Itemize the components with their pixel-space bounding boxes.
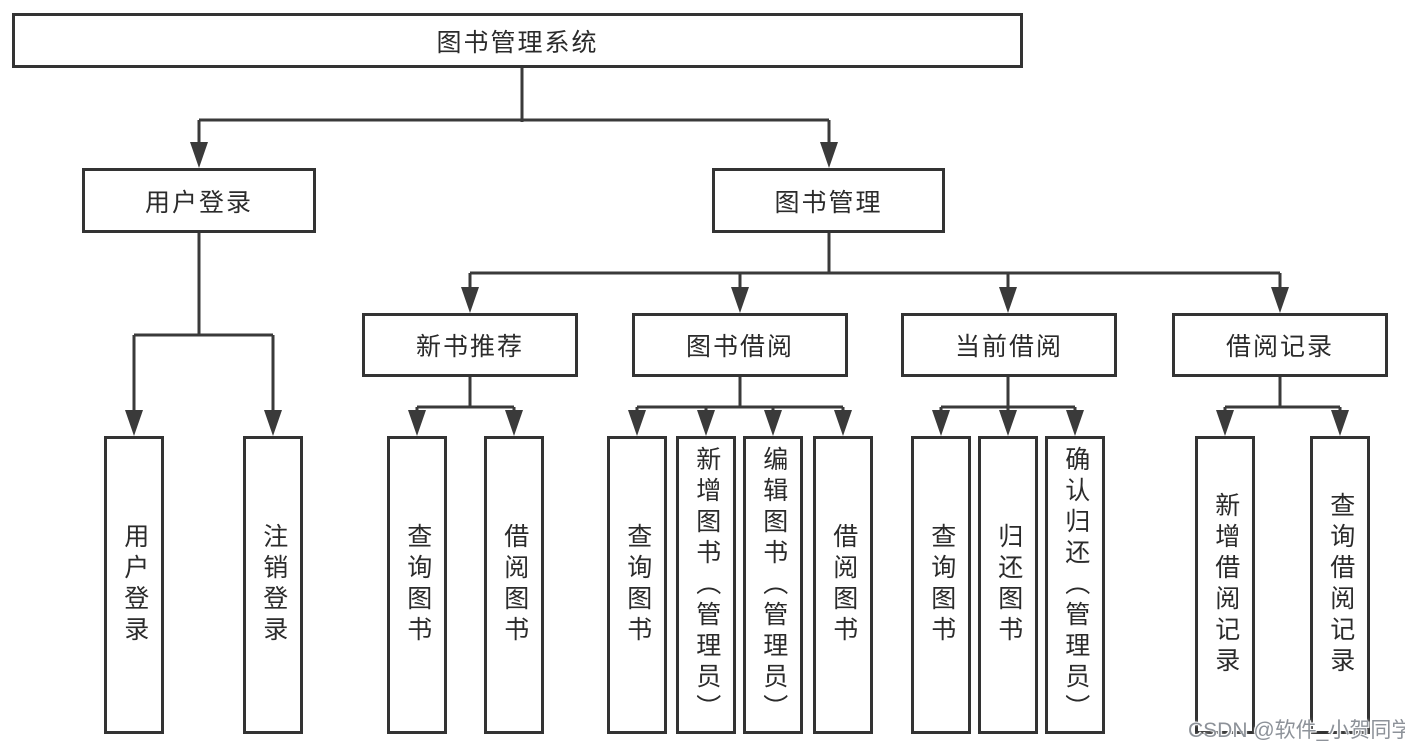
leaf-current-query-book: 查询图书 (911, 436, 971, 734)
arrowhead (764, 410, 782, 436)
node-root-label: 图书管理系统 (436, 28, 599, 57)
leaf-borrow-query-book-label: 查询图书 (623, 523, 652, 647)
leaf-borrow-query-book: 查询图书 (607, 436, 667, 734)
leaf-borrow-add-book-admin-label: 新增图书（管理员） (692, 445, 721, 725)
arrowhead (125, 410, 143, 436)
arrowhead (834, 410, 852, 436)
leaf-newbooks-borrow-book: 借阅图书 (484, 436, 544, 734)
arrowhead (697, 410, 715, 436)
leaf-borrow-add-book-admin: 新增图书（管理员） (676, 436, 736, 734)
leaf-current-confirm-return-admin-label: 确认归还（管理员） (1061, 445, 1090, 725)
leaf-user-login: 用户登录 (104, 436, 164, 734)
csdn-watermark: CSDN @软件_小贺同学 (1188, 719, 1405, 742)
leaf-records-query-record-label: 查询借阅记录 (1326, 492, 1355, 678)
arrowhead (628, 410, 646, 436)
node-current-borrow-label: 当前借阅 (954, 333, 1063, 361)
node-new-book-recommend: 新书推荐 (362, 313, 578, 377)
leaf-borrow-edit-book-admin: 编辑图书（管理员） (743, 436, 803, 734)
node-borrow-records: 借阅记录 (1172, 313, 1388, 377)
arrowhead (408, 410, 426, 436)
leaf-records-add-record: 新增借阅记录 (1195, 436, 1255, 734)
node-book-management-label: 图书管理 (774, 188, 883, 217)
arrowhead (461, 287, 479, 313)
node-current-borrow: 当前借阅 (901, 313, 1117, 377)
arrowhead (1066, 410, 1084, 436)
connector-book-mgmt-to-level3 (461, 233, 1289, 313)
arrowhead (820, 142, 838, 168)
arrowhead (1271, 287, 1289, 313)
connector-book-borrow-to-leaves (628, 377, 852, 436)
leaf-logout: 注销登录 (243, 436, 303, 734)
node-book-borrow-label: 图书借阅 (685, 333, 794, 361)
node-root: 图书管理系统 (12, 13, 1023, 68)
leaf-current-return-book-label: 归还图书 (994, 523, 1023, 647)
arrowhead (1331, 410, 1349, 436)
leaf-records-add-record-label: 新增借阅记录 (1211, 492, 1240, 678)
connector-borrow-records-to-leaves (1216, 377, 1349, 436)
leaf-newbooks-query-book-label: 查询图书 (403, 523, 432, 647)
leaf-current-return-book: 归还图书 (978, 436, 1038, 734)
node-book-borrow: 图书借阅 (632, 313, 848, 377)
leaf-current-query-book-label: 查询图书 (927, 523, 956, 647)
leaf-borrow-edit-book-admin-label: 编辑图书（管理员） (759, 445, 788, 725)
arrowhead (999, 287, 1017, 313)
leaf-borrow-borrow-book-label: 借阅图书 (829, 523, 858, 647)
node-book-management: 图书管理 (712, 168, 945, 233)
leaf-newbooks-query-book: 查询图书 (387, 436, 447, 734)
leaf-newbooks-borrow-book-label: 借阅图书 (500, 523, 529, 647)
leaf-current-confirm-return-admin: 确认归还（管理员） (1045, 436, 1105, 734)
node-new-book-recommend-label: 新书推荐 (415, 333, 524, 361)
connector-new-books-to-leaves (408, 377, 523, 436)
leaf-borrow-borrow-book: 借阅图书 (813, 436, 873, 734)
connector-user-login-to-leaves (125, 233, 282, 436)
arrowhead (731, 287, 749, 313)
arrowhead (190, 142, 208, 168)
node-user-login: 用户登录 (82, 168, 316, 233)
connector-current-borrow-to-leaves (932, 377, 1084, 436)
arrowhead (505, 410, 523, 436)
node-user-login-label: 用户登录 (144, 188, 253, 217)
leaf-user-login-label: 用户登录 (120, 523, 149, 647)
arrowhead (932, 410, 950, 436)
arrowhead (264, 410, 282, 436)
arrowhead (999, 410, 1017, 436)
leaf-records-query-record: 查询借阅记录 (1310, 436, 1370, 734)
leaf-logout-label: 注销登录 (259, 523, 288, 647)
node-borrow-records-label: 借阅记录 (1225, 333, 1334, 361)
arrowhead (1216, 410, 1234, 436)
connector-root-to-level2 (190, 68, 838, 168)
